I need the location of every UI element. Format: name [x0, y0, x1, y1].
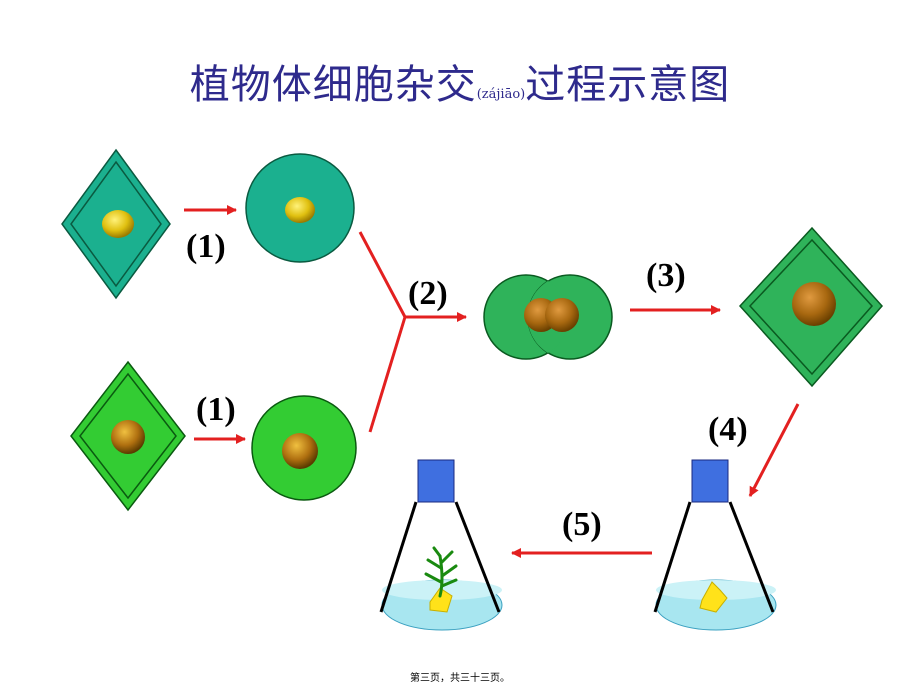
label-step2: (2)	[408, 275, 448, 312]
page-footer: 第三页，共三十三页。	[410, 673, 510, 684]
plant-cell-a	[61, 148, 171, 300]
nucleus-a	[102, 210, 134, 238]
flask-callus	[653, 459, 777, 631]
fused-protoplasts	[483, 274, 613, 360]
flask-plantlet	[379, 459, 503, 631]
label-step4: (4)	[708, 411, 748, 448]
label-step5: (5)	[562, 506, 602, 543]
title-main: 植物体细胞杂交	[189, 62, 477, 108]
protoplast-a	[245, 153, 355, 263]
label-step3: (3)	[646, 257, 686, 294]
plantlet	[424, 546, 458, 598]
hybrid-nucleus	[792, 282, 836, 326]
label-step1-top: (1)	[186, 228, 226, 265]
callus	[699, 581, 728, 613]
fusion-arrow	[358, 231, 467, 433]
page-title: 植物体细胞杂交(zájiāo)过程示意图	[0, 52, 920, 110]
title-pinyin: (zájiāo)	[476, 87, 526, 102]
protoplast-b	[251, 395, 357, 501]
arrow-step4	[748, 403, 800, 497]
plant-cell-b	[70, 360, 186, 512]
label-step1-bottom: (1)	[196, 391, 236, 428]
nucleus-b	[111, 420, 145, 454]
title-tail: 过程示意图	[525, 62, 731, 108]
hybrid-cell	[738, 226, 884, 388]
